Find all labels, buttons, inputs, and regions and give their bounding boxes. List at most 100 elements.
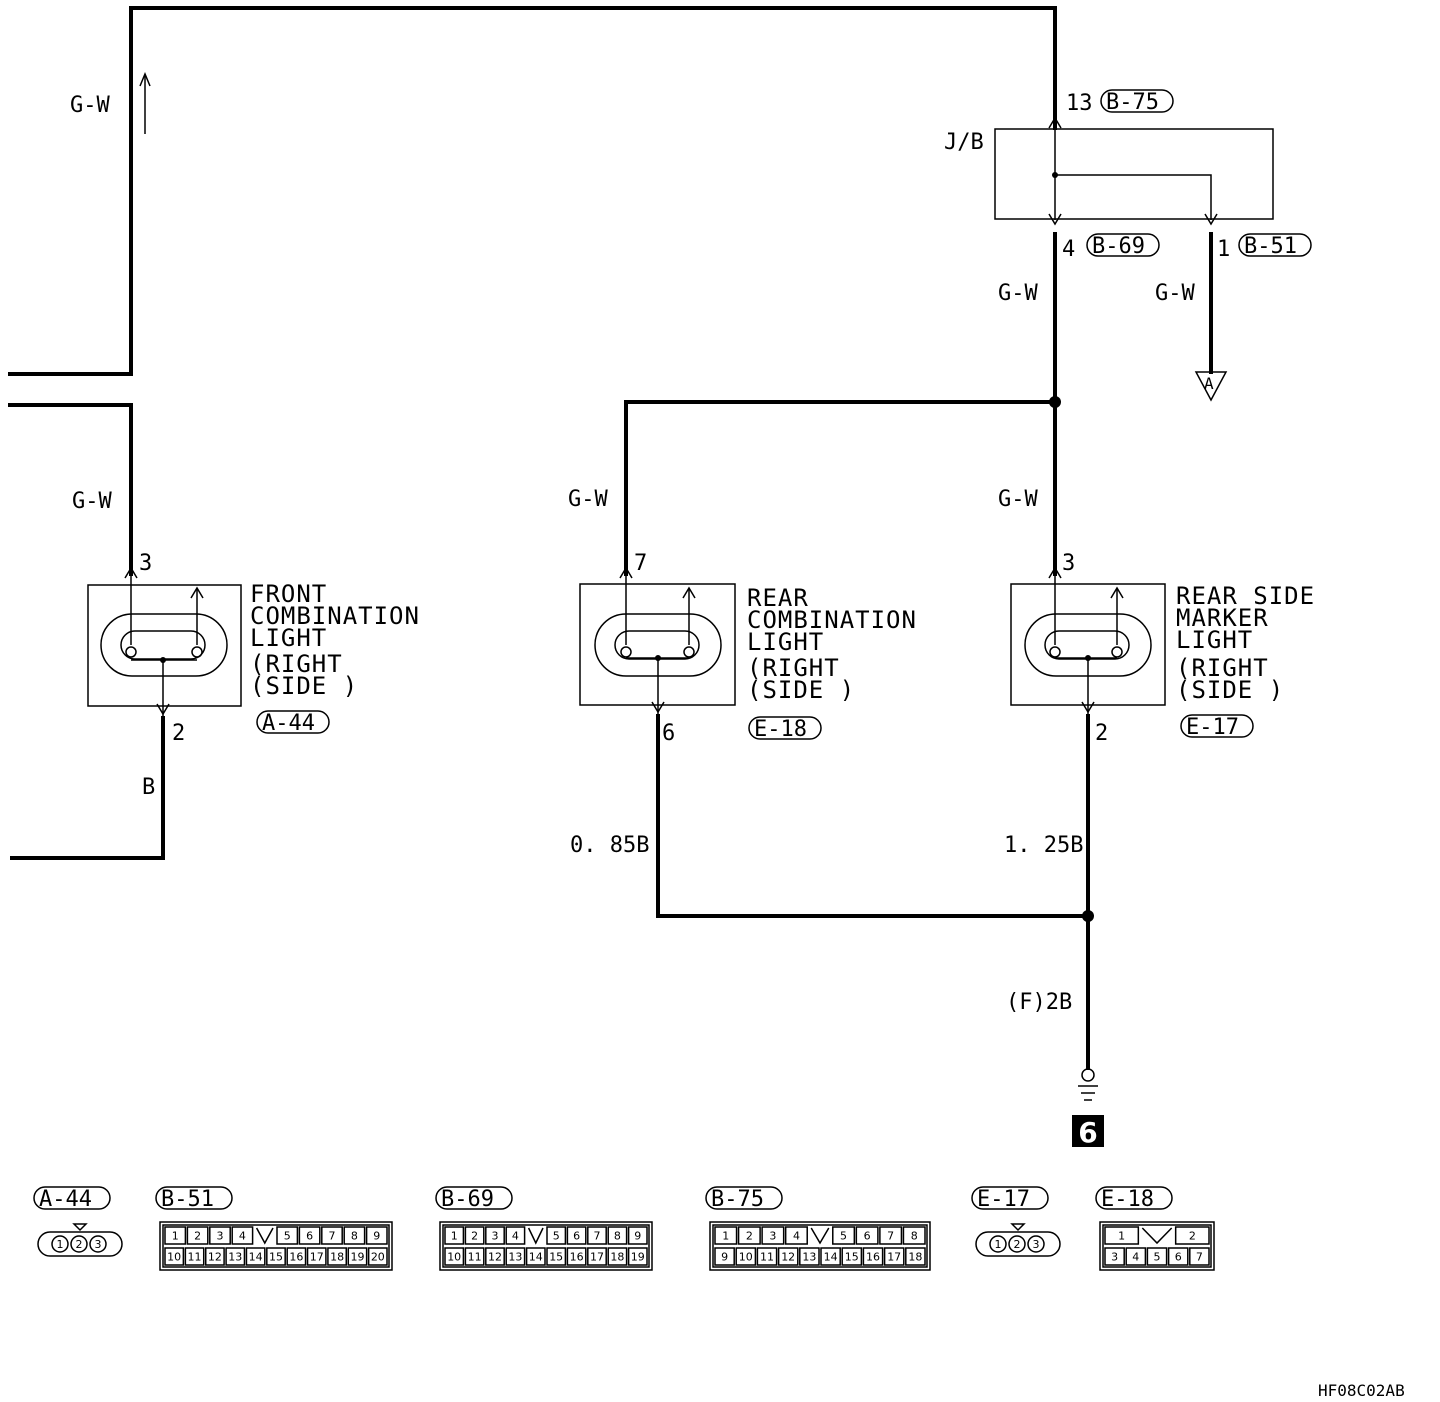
pin-number: 13: [228, 1251, 242, 1264]
rear-pin-out: 6: [662, 721, 675, 746]
pin-number: 3: [492, 1230, 499, 1243]
figure-code: HF08C02AB: [1318, 1381, 1405, 1400]
wire-label-side-ground: 1. 25B: [1004, 833, 1083, 858]
svg-text:B-69: B-69: [1092, 234, 1145, 259]
pin-number: 2: [1189, 1230, 1196, 1243]
pin-number: 10: [447, 1251, 461, 1264]
jb-out-pin-1: 1: [1217, 237, 1230, 262]
pin-number: 19: [631, 1251, 645, 1264]
wire-rear-ground: [656, 714, 1090, 918]
connector-tag-b51: B-51: [1238, 233, 1312, 259]
pin-number: 5: [1154, 1251, 1161, 1264]
connector-view-label: A-44: [39, 1187, 92, 1212]
pin-number: 1: [1118, 1230, 1125, 1243]
pin-number: 6: [306, 1230, 313, 1243]
connector-tag-b69: B-69: [1086, 233, 1160, 259]
rear-name-2: COMBINATION: [747, 606, 917, 634]
pin-number: 4: [512, 1230, 519, 1243]
jb-out-pin-4: 4: [1062, 237, 1075, 262]
ground-number-badge: 6: [1072, 1115, 1104, 1149]
pin-number: 15: [269, 1251, 283, 1264]
connector-tag-e17: E-17: [1180, 714, 1254, 740]
rear-side-1: (RIGHT: [747, 654, 840, 682]
side-side-2: (SIDE ): [1176, 676, 1284, 704]
front-pin-in: 3: [139, 551, 152, 576]
pin-number: 13: [802, 1251, 816, 1264]
pin-number: 18: [610, 1251, 624, 1264]
pin-number: 3: [95, 1238, 102, 1251]
pin-number: 14: [249, 1251, 263, 1264]
wire-label-jb1: G-W: [1155, 281, 1195, 306]
rear-name-1: REAR: [747, 584, 809, 612]
front-side-2: (SIDE ): [250, 672, 358, 700]
splice-dot: [1082, 910, 1094, 922]
front-name-1: FRONT: [250, 580, 327, 608]
connector-view-label: E-18: [1101, 1187, 1154, 1212]
pin-number: 3: [1111, 1251, 1118, 1264]
pin-number: 9: [634, 1230, 641, 1243]
wire-rear-feed: [624, 400, 1057, 576]
pin-number: 15: [845, 1251, 859, 1264]
pin-number: 1: [995, 1238, 1002, 1251]
rear-combination-light: [579, 566, 736, 716]
svg-text:A: A: [1204, 374, 1214, 393]
pin-number: 7: [887, 1230, 894, 1243]
pin-number: 11: [188, 1251, 202, 1264]
pin-number: 18: [908, 1251, 922, 1264]
side-name-3: LIGHT: [1176, 626, 1253, 654]
pin-number: 4: [1132, 1251, 1139, 1264]
pin-number: 13: [508, 1251, 522, 1264]
pin-number: 14: [824, 1251, 838, 1264]
pin-number: 6: [864, 1230, 871, 1243]
front-combination-light: [87, 566, 242, 718]
pin-number: 12: [488, 1251, 502, 1264]
continuation-arrow-a: A: [1194, 371, 1228, 402]
svg-text:E-18: E-18: [754, 717, 807, 742]
pin-number: 10: [167, 1251, 181, 1264]
pin-number: 11: [760, 1251, 774, 1264]
pin-number: 1: [172, 1230, 179, 1243]
connector-view-label: E-17: [977, 1187, 1030, 1212]
wire-label-rear-feed: G-W: [568, 487, 608, 512]
front-name-3: LIGHT: [250, 624, 327, 652]
up-arrow-icon: [139, 72, 151, 134]
pin-number: 4: [239, 1230, 246, 1243]
pin-number: 2: [76, 1238, 83, 1251]
pin-number: 3: [217, 1230, 224, 1243]
pin-number: 2: [1014, 1238, 1021, 1251]
splice-dot: [1049, 396, 1061, 408]
connector-tag-b75: B-75: [1100, 89, 1174, 115]
side-side-1: (RIGHT: [1176, 654, 1269, 682]
wire-label-jb4: G-W: [998, 281, 1038, 306]
connector-tag-e18: E-18: [748, 716, 822, 742]
pin-number: 3: [769, 1230, 776, 1243]
pin-number: 1: [722, 1230, 729, 1243]
pin-number: 5: [553, 1230, 560, 1243]
pin-number: 14: [529, 1251, 543, 1264]
wire-top-loop: [8, 6, 1057, 376]
pin-number: 8: [614, 1230, 621, 1243]
wires: [8, 6, 1213, 1070]
pin-number: 2: [746, 1230, 753, 1243]
pin-number: 3: [1033, 1238, 1040, 1251]
pin-number: 19: [350, 1251, 364, 1264]
connector-view-label: B-75: [711, 1187, 764, 1212]
wire-label-rear-ground: 0. 85B: [570, 833, 649, 858]
wire-label-front-ground: B: [142, 775, 155, 800]
pin-number: 17: [887, 1251, 901, 1264]
pin-number: 6: [1175, 1251, 1182, 1264]
svg-text:6: 6: [1078, 1116, 1097, 1149]
connector-tag-a44: A-44: [256, 710, 330, 736]
rear-side-2: (SIDE ): [747, 676, 855, 704]
svg-text:A-44: A-44: [262, 711, 315, 736]
front-side-1: (RIGHT: [250, 650, 343, 678]
junction-block: [994, 116, 1274, 226]
pin-number: 1: [57, 1238, 64, 1251]
